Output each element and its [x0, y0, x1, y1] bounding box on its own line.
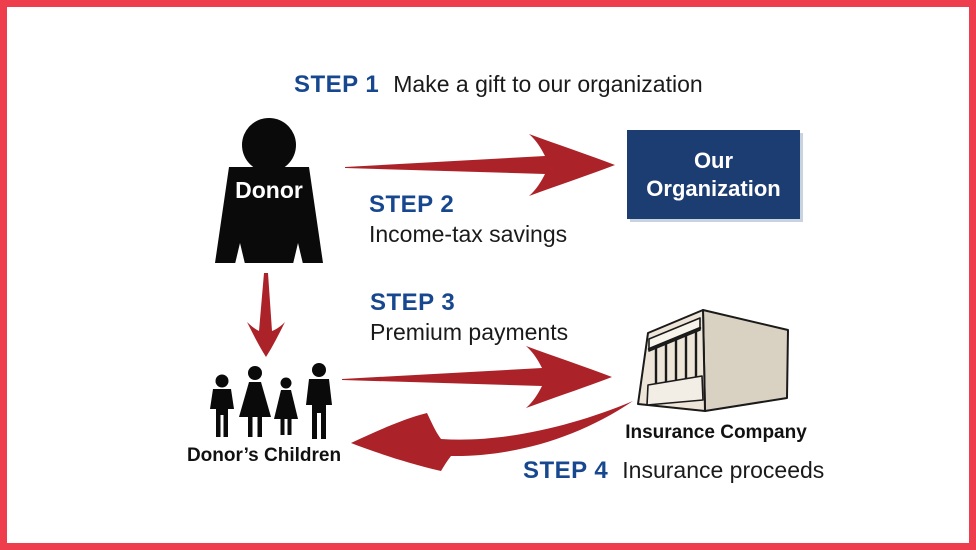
donor-label: Donor [235, 177, 303, 203]
step-3: STEP 3 Premium payments [370, 289, 568, 346]
children-label: Donor’s Children [186, 445, 342, 466]
arrow-insurance-to-children [351, 401, 633, 471]
organization-box: Our Organization [627, 130, 800, 219]
arrow-children-to-insurance [342, 346, 612, 408]
insurance-building-icon [637, 309, 789, 412]
insurance-label: Insurance Company [625, 422, 807, 443]
step-2-label: STEP 2 [369, 191, 455, 218]
donor-figure: Donor [207, 117, 331, 265]
step-4-label: STEP 4 [523, 457, 609, 484]
arrow-donor-to-organization [345, 134, 615, 196]
step-4: STEP 4 Insurance proceeds [523, 457, 824, 485]
step-4-description: Insurance proceeds [622, 457, 825, 483]
arrow-donor-to-children [247, 273, 285, 357]
organization-label-line2: Organization [646, 175, 781, 201]
step-1-label: STEP 1 [294, 71, 380, 98]
step-3-label: STEP 3 [370, 289, 456, 316]
step-3-description: Premium payments [370, 319, 569, 345]
step-2-description: Income-tax savings [369, 221, 568, 247]
family-silhouette-icon [210, 363, 332, 439]
donor-silhouette-icon [215, 118, 323, 264]
step-2: STEP 2 Income-tax savings [369, 191, 567, 248]
organization-label-line1: Our [693, 148, 734, 173]
step-1: STEP 1 Make a gift to our organization [294, 71, 703, 99]
step-1-description: Make a gift to our organization [393, 71, 703, 97]
